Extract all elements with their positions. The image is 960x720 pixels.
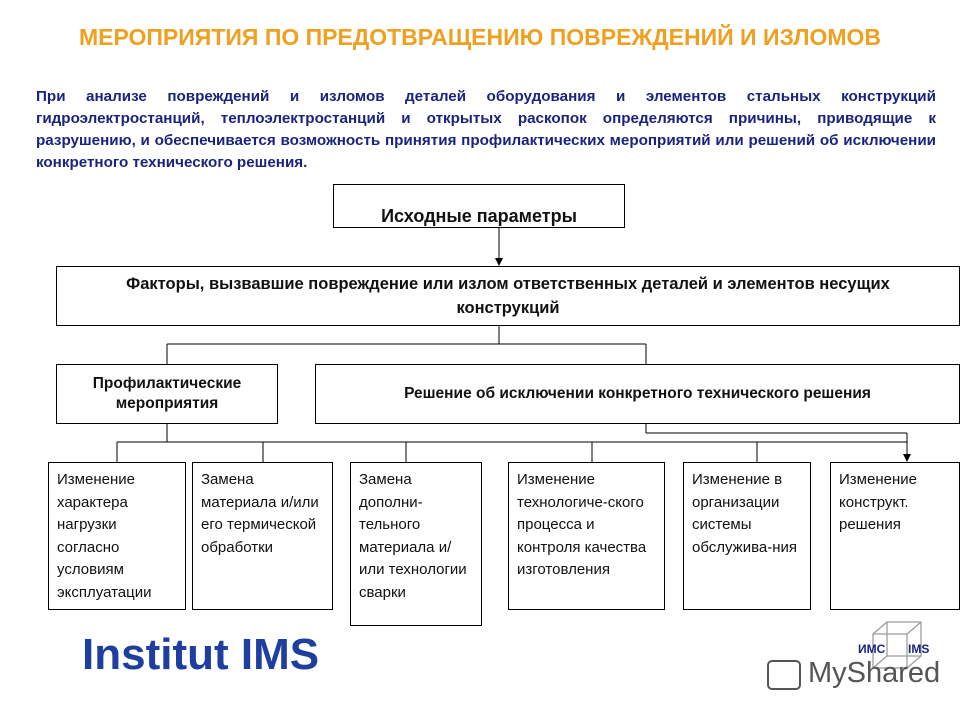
brand-name: Institut IMS bbox=[82, 630, 320, 679]
prevention-node: Профилактические мероприятия bbox=[56, 364, 278, 424]
exclusion-label: Решение об исключении конкретного технич… bbox=[404, 385, 871, 402]
intro-paragraph: При анализе повреждений и изломов детале… bbox=[36, 88, 936, 171]
leaf-process-change: Изменение технологиче-ского процесса и к… bbox=[508, 462, 665, 610]
root-node: Исходные параметры bbox=[333, 184, 625, 228]
leaf-welding-change: Замена дополни-тельного материала и/или … bbox=[350, 462, 482, 626]
leaf-design-change: Изменение конструкт. решения bbox=[830, 462, 960, 610]
factors-node: Факторы, вызвавшие повреждение или излом… bbox=[56, 266, 960, 326]
root-label: Исходные параметры bbox=[381, 205, 577, 226]
ims-logo-icon bbox=[872, 621, 922, 669]
leaf-load-change: Изменение характера нагрузки согласно ус… bbox=[48, 462, 186, 610]
factors-label: Факторы, вызвавшие повреждение или излом… bbox=[126, 275, 890, 317]
watermark-icon bbox=[767, 660, 801, 690]
exclusion-node: Решение об исключении конкретного технич… bbox=[315, 364, 960, 424]
logo-text-right: IMS bbox=[908, 642, 930, 656]
leaf-service-change: Изменение в организации системы обслужив… bbox=[683, 462, 811, 610]
leaf-material-change: Замена материала и/или его термической о… bbox=[192, 462, 333, 610]
watermark-text: MyShared bbox=[808, 657, 941, 689]
slide-title: МЕРОПРИЯТИЯ ПО ПРЕДОТВРАЩЕНИЮ ПОВРЕЖДЕНИ… bbox=[78, 24, 882, 50]
prevention-label: Профилактические мероприятия bbox=[92, 375, 242, 412]
logo-text-left: ИМС bbox=[858, 642, 886, 656]
